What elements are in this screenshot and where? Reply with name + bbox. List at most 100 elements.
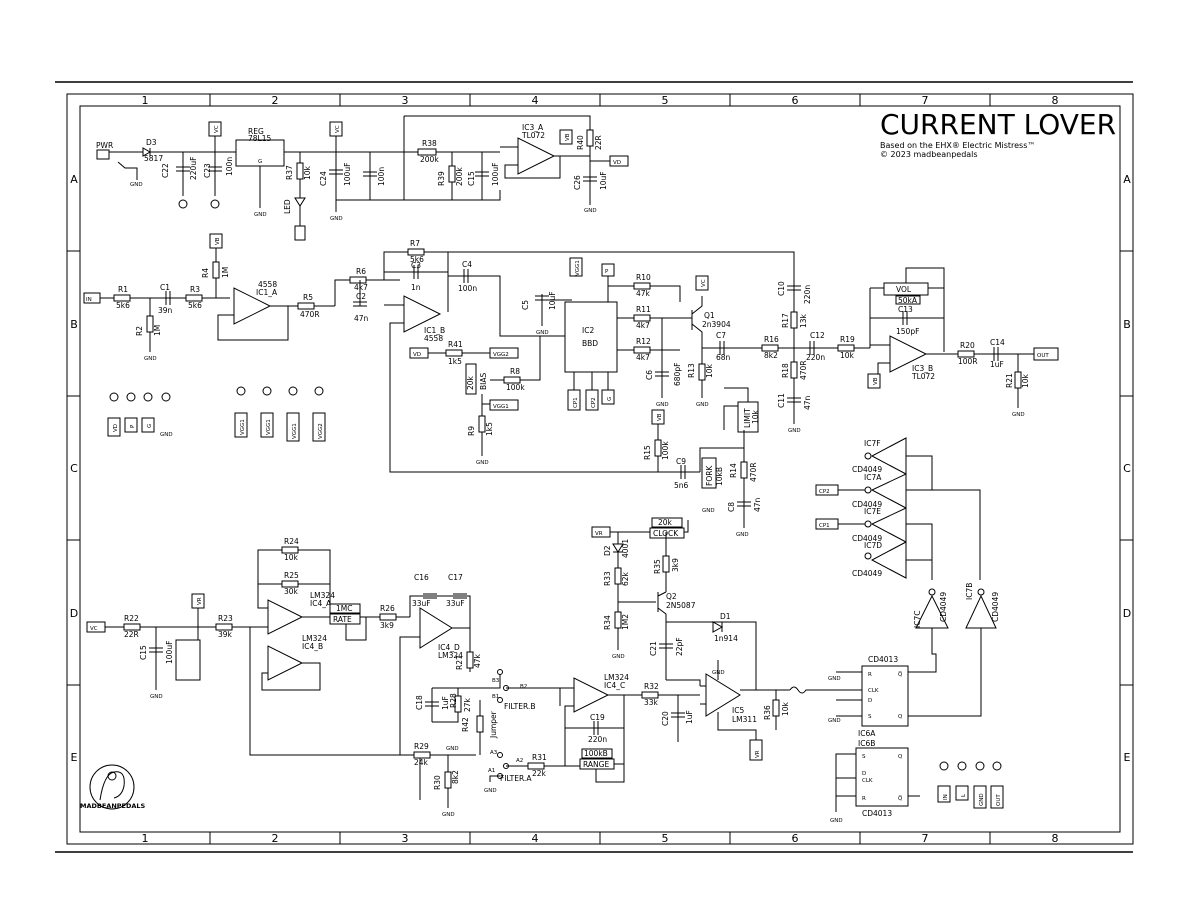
c22-gnd-pad xyxy=(178,199,188,209)
svg-text:GND: GND xyxy=(330,216,343,222)
col-label-3: 3 xyxy=(402,94,409,107)
svg-text:20k: 20k xyxy=(658,518,673,527)
r9-resistor xyxy=(478,415,486,433)
svg-text:CD4049: CD4049 xyxy=(852,569,882,578)
svg-text:33uF: 33uF xyxy=(412,599,431,608)
svg-text:27k: 27k xyxy=(463,697,472,712)
cd4049-section: IC7F CD4049 IC7A CD4049 IC7E CD4049 IC7D… xyxy=(815,437,1000,717)
svg-text:4k7: 4k7 xyxy=(636,321,650,330)
svg-text:10k: 10k xyxy=(284,553,299,562)
svg-text:IC7C: IC7C xyxy=(913,611,922,628)
svg-text:R: R xyxy=(868,672,872,678)
svg-text:47k: 47k xyxy=(636,289,651,298)
svg-text:IC7E: IC7E xyxy=(864,507,881,516)
fork-pot xyxy=(701,457,717,489)
svg-text:R22: R22 xyxy=(124,614,139,623)
svg-text:GND: GND xyxy=(584,208,597,214)
svg-text:GND: GND xyxy=(150,694,163,700)
svg-text:R34: R34 xyxy=(603,615,612,630)
clock-trimmer[interactable] xyxy=(649,527,685,539)
svg-text:3k9: 3k9 xyxy=(671,558,680,572)
svg-text:TL072: TL072 xyxy=(911,372,935,381)
svg-text:10kB: 10kB xyxy=(715,467,724,486)
svg-text:R25: R25 xyxy=(284,571,299,580)
svg-text:IC7F: IC7F xyxy=(864,439,881,448)
ic1b-opamp xyxy=(403,295,442,333)
svg-text:GND: GND xyxy=(736,532,749,538)
svg-text:C26: C26 xyxy=(573,175,582,190)
r24-resistor xyxy=(281,546,299,554)
r27-resistor xyxy=(466,651,474,669)
svg-text:8k2: 8k2 xyxy=(764,351,778,360)
svg-text:C5: C5 xyxy=(521,300,530,310)
r31-resistor xyxy=(527,762,545,770)
svg-text:R12: R12 xyxy=(636,337,651,346)
svg-text:C11: C11 xyxy=(777,393,786,408)
r19-resistor xyxy=(837,344,855,352)
outer-frame xyxy=(66,93,1134,845)
r18-resistor xyxy=(790,361,798,379)
col-label-3-bottom: 3 xyxy=(402,832,409,845)
svg-text:220n: 220n xyxy=(588,735,607,744)
svg-text:C21: C21 xyxy=(649,641,658,656)
svg-text:VGG1: VGG1 xyxy=(292,423,298,439)
svg-text:LM324: LM324 xyxy=(604,673,629,682)
svg-text:4558: 4558 xyxy=(258,280,277,289)
svg-text:FILTER.B: FILTER.B xyxy=(504,702,535,711)
svg-text:VD: VD xyxy=(413,352,421,358)
svg-text:VB: VB xyxy=(873,377,879,385)
svg-text:R9: R9 xyxy=(467,426,476,436)
svg-text:IC7D: IC7D xyxy=(864,541,882,550)
svg-text:GND: GND xyxy=(788,428,801,434)
svg-text:78L15: 78L15 xyxy=(248,134,271,143)
ic6a-flipflop xyxy=(861,665,909,727)
svg-text:GND: GND xyxy=(160,432,173,438)
svg-text:1uF: 1uF xyxy=(441,696,450,710)
svg-text:C23: C23 xyxy=(203,163,212,178)
jumper-pad-b3[interactable] xyxy=(497,669,503,675)
svg-text:Q1: Q1 xyxy=(704,311,715,320)
r40-resistor xyxy=(586,129,594,147)
column-ticks xyxy=(67,94,1133,844)
svg-text:47k: 47k xyxy=(473,653,482,668)
svg-text:GND: GND xyxy=(254,212,267,218)
svg-text:S: S xyxy=(868,714,872,720)
pwr-jack-icon xyxy=(96,149,110,160)
r39-resistor xyxy=(448,165,456,183)
svg-text:3k9: 3k9 xyxy=(380,621,394,630)
jumper-pad-a3[interactable] xyxy=(497,752,503,758)
madbean-logo: MADBEANPEDALS xyxy=(80,764,146,810)
svg-text:L: L xyxy=(961,793,967,797)
svg-text:GND: GND xyxy=(1012,412,1025,418)
svg-text:R40: R40 xyxy=(576,135,585,150)
svg-text:GND: GND xyxy=(612,654,625,660)
svg-text:Jumper: Jumper xyxy=(489,710,498,739)
svg-text:GND: GND xyxy=(476,460,489,466)
svg-text:10k: 10k xyxy=(1021,373,1030,388)
svg-text:CLK: CLK xyxy=(868,688,879,694)
ic5-lm311 xyxy=(705,673,741,717)
svg-text:1M: 1M xyxy=(221,267,230,278)
svg-text:CP1: CP1 xyxy=(819,523,830,529)
r4-resistor xyxy=(212,261,220,279)
svg-text:Q̅: Q̅ xyxy=(898,795,903,802)
svg-text:R17: R17 xyxy=(781,313,790,328)
rate-pot[interactable] xyxy=(329,613,361,625)
svg-text:B1: B1 xyxy=(492,694,499,700)
jumper-pad-b1[interactable] xyxy=(497,697,503,703)
inner-frame xyxy=(79,105,1121,833)
svg-text:LM324: LM324 xyxy=(438,651,463,660)
svg-text:IC6B: IC6B xyxy=(858,739,875,748)
svg-text:LM324: LM324 xyxy=(302,634,327,643)
row-label-b-right: B xyxy=(1123,318,1131,331)
svg-text:C1: C1 xyxy=(160,283,170,292)
r41-resistor xyxy=(445,349,463,357)
svg-text:10uF: 10uF xyxy=(599,171,608,190)
svg-text:100uF: 100uF xyxy=(491,163,500,186)
input-section: IN R1 5k6 R2 1M GND C1 39n R3 5k6 VB R4 … xyxy=(83,233,1059,473)
r28-resistor xyxy=(454,695,462,713)
svg-text:A1: A1 xyxy=(488,768,495,774)
r36-resistor xyxy=(772,699,780,717)
r12-resistor xyxy=(633,346,651,354)
